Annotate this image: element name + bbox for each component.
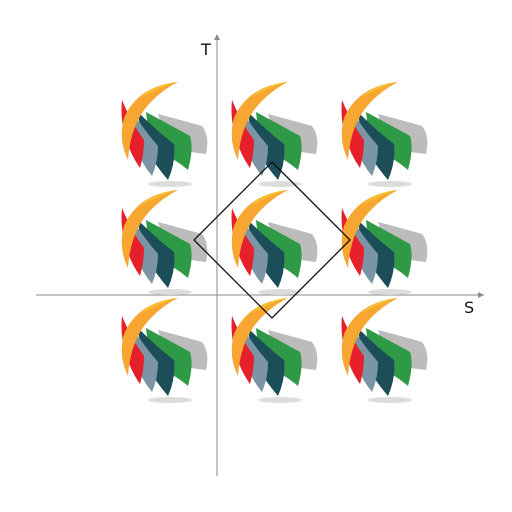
s-axis-label: S bbox=[464, 298, 474, 317]
motif-tile-r1-c1 bbox=[121, 82, 208, 187]
t-axis-label: T bbox=[200, 40, 211, 59]
t-axis-arrow-icon bbox=[214, 34, 220, 40]
motif-tile-r3-c2 bbox=[231, 298, 318, 403]
s-axis-arrow-icon bbox=[478, 292, 484, 298]
motif-tile-r3-c3 bbox=[341, 298, 428, 403]
motif-tile-r1-c3 bbox=[341, 82, 428, 187]
motif-tile-r2-c3 bbox=[341, 190, 428, 295]
motif-tile-r3-c1 bbox=[121, 298, 208, 403]
motif-tile-r2-c2 bbox=[231, 190, 318, 295]
motif-tile-r2-c1 bbox=[121, 190, 208, 295]
motif-tile-r1-c2 bbox=[231, 82, 318, 187]
fundamental-domain-square bbox=[193, 161, 351, 319]
